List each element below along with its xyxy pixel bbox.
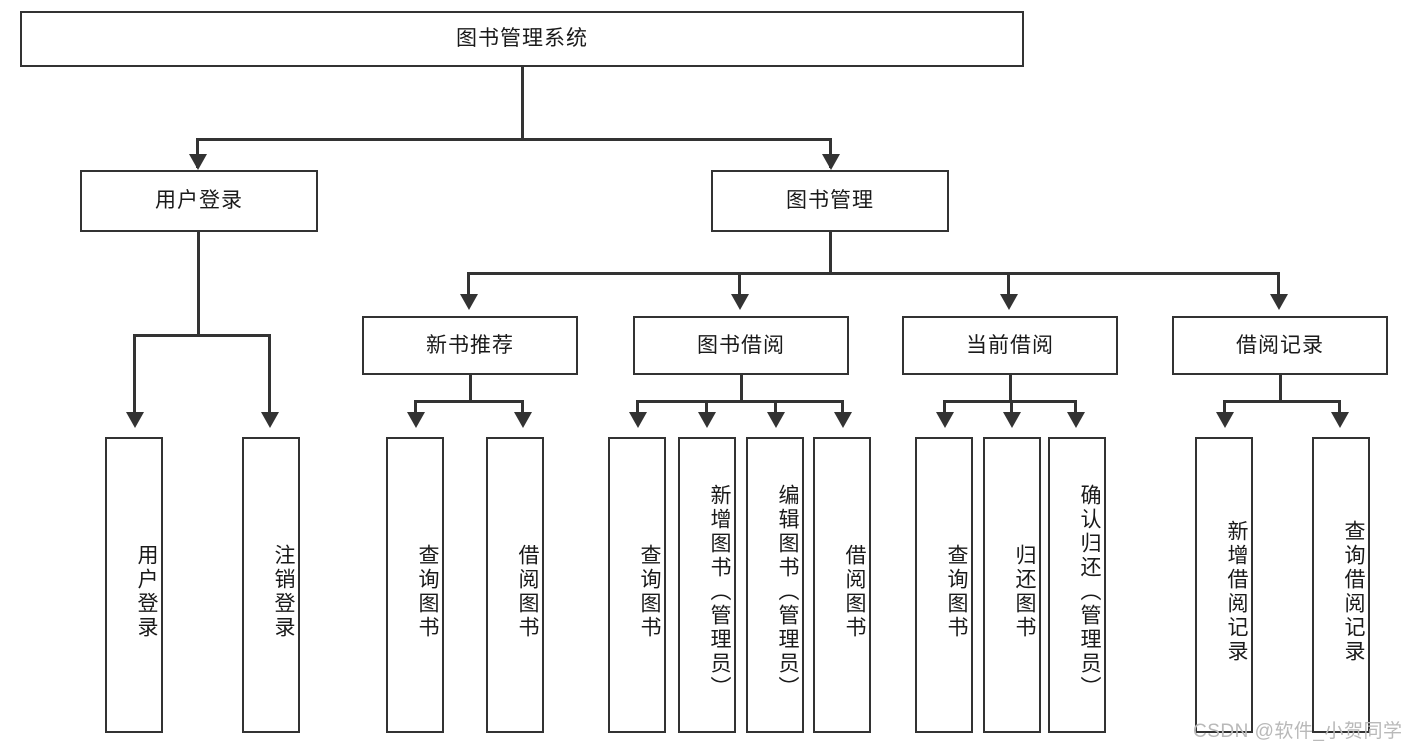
leaf-new-book-borrow[interactable]: 借阅图书 xyxy=(486,437,544,733)
node-label: 图书管理 xyxy=(786,189,874,213)
arrowhead-borrow-record-leaf-2 xyxy=(1331,412,1349,428)
node-label: 借阅图书 xyxy=(516,544,539,640)
edge-current-borrow-to-leaf-2 xyxy=(1010,400,1013,420)
edge-current-borrow-stem xyxy=(1009,375,1012,402)
arrowhead-l3-book-borrow xyxy=(731,294,749,310)
arrowhead-new-book-leaf-2 xyxy=(514,412,532,428)
node-new-book-recommend[interactable]: 新书推荐 xyxy=(362,316,578,375)
edge-user-login-stem xyxy=(197,232,200,336)
node-label: 新书推荐 xyxy=(426,333,514,357)
node-label: 借阅图书 xyxy=(843,544,866,640)
arrowhead-l3-borrow-record xyxy=(1270,294,1288,310)
node-current-borrow[interactable]: 当前借阅 xyxy=(902,316,1118,375)
arrowhead-current-borrow-leaf-1 xyxy=(936,412,954,428)
arrowhead-book-borrow-leaf-1 xyxy=(629,412,647,428)
edge-book-borrow-to-leaf-1 xyxy=(636,400,639,420)
node-book-management[interactable]: 图书管理 xyxy=(711,170,949,232)
edge-root-to-user-login xyxy=(196,138,199,168)
leaf-borrow-record-query[interactable]: 查询借阅记录 xyxy=(1312,437,1370,733)
edge-new-book-to-leaf-1 xyxy=(414,400,417,420)
edge-borrow-record-bus xyxy=(1223,400,1341,403)
leaf-new-book-query[interactable]: 查询图书 xyxy=(386,437,444,733)
edge-borrow-record-to-leaf-1 xyxy=(1223,400,1226,420)
node-label: 用户登录 xyxy=(155,189,243,213)
arrowhead-current-borrow-leaf-3 xyxy=(1067,412,1085,428)
csdn-watermark: CSDN @软件_小贺同学 xyxy=(1193,721,1403,742)
leaf-book-borrow-query[interactable]: 查询图书 xyxy=(608,437,666,733)
edge-new-book-bus xyxy=(414,400,524,403)
arrowhead-book-borrow-leaf-3 xyxy=(767,412,785,428)
arrowhead-book-borrow-leaf-2 xyxy=(698,412,716,428)
arrowhead-to-user-login xyxy=(189,154,207,170)
node-label: 图书管理系统 xyxy=(456,27,588,51)
edge-book-mgmt-stem xyxy=(829,232,832,274)
leaf-current-borrow-confirm-admin[interactable]: 确认归还（管理员） xyxy=(1048,437,1106,733)
edge-borrow-record-stem xyxy=(1279,375,1282,402)
node-label: 归还图书 xyxy=(1013,544,1036,640)
edge-book-mgmt-bus xyxy=(467,272,1280,275)
leaf-user-login-signout[interactable]: 注销登录 xyxy=(242,437,300,733)
edge-root-to-book-mgmt xyxy=(829,138,832,168)
node-label: 确认归还（管理员） xyxy=(1078,484,1101,700)
edge-book-borrow-stem xyxy=(740,375,743,402)
arrowhead-user-login-leaf-1 xyxy=(126,412,144,428)
edge-book-mgmt-to-l3-1 xyxy=(467,272,470,304)
leaf-borrow-record-add[interactable]: 新增借阅记录 xyxy=(1195,437,1253,733)
edge-current-borrow-to-leaf-1 xyxy=(943,400,946,420)
node-root-system[interactable]: 图书管理系统 xyxy=(20,11,1024,67)
edge-book-borrow-to-leaf-2 xyxy=(705,400,708,420)
arrowhead-l3-current-borrow xyxy=(1000,294,1018,310)
node-user-login[interactable]: 用户登录 xyxy=(80,170,318,232)
edge-root-stem xyxy=(521,67,524,140)
leaf-book-borrow-edit-admin[interactable]: 编辑图书（管理员） xyxy=(746,437,804,733)
node-label: 查询图书 xyxy=(638,544,661,640)
leaf-current-borrow-return[interactable]: 归还图书 xyxy=(983,437,1041,733)
edge-user-login-to-leaf-1 xyxy=(133,334,136,420)
node-label: 编辑图书（管理员） xyxy=(776,484,799,700)
edge-borrow-record-to-leaf-2 xyxy=(1338,400,1341,420)
node-label: 借阅记录 xyxy=(1236,333,1324,357)
leaf-book-borrow-add-admin[interactable]: 新增图书（管理员） xyxy=(678,437,736,733)
edge-book-mgmt-to-l3-4 xyxy=(1277,272,1280,304)
leaf-user-login-signin[interactable]: 用户登录 xyxy=(105,437,163,733)
edge-user-login-bus xyxy=(133,334,271,337)
edge-book-mgmt-to-l3-3 xyxy=(1007,272,1010,304)
arrowhead-l3-new-book xyxy=(460,294,478,310)
leaf-book-borrow-borrow[interactable]: 借阅图书 xyxy=(813,437,871,733)
node-borrow-record[interactable]: 借阅记录 xyxy=(1172,316,1388,375)
node-label: 用户登录 xyxy=(135,544,158,640)
arrowhead-borrow-record-leaf-1 xyxy=(1216,412,1234,428)
node-label: 图书借阅 xyxy=(697,333,785,357)
leaf-current-borrow-query[interactable]: 查询图书 xyxy=(915,437,973,733)
arrowhead-current-borrow-leaf-2 xyxy=(1003,412,1021,428)
edge-new-book-to-leaf-2 xyxy=(521,400,524,420)
edge-book-borrow-to-leaf-4 xyxy=(841,400,844,420)
arrowhead-to-book-mgmt xyxy=(822,154,840,170)
node-label: 注销登录 xyxy=(272,544,295,640)
edge-user-login-to-leaf-2 xyxy=(268,334,271,420)
node-book-borrow[interactable]: 图书借阅 xyxy=(633,316,849,375)
edge-new-book-stem xyxy=(469,375,472,402)
node-label: 新增借阅记录 xyxy=(1225,520,1248,664)
edge-book-mgmt-to-l3-2 xyxy=(738,272,741,304)
node-label: 查询图书 xyxy=(416,544,439,640)
arrowhead-new-book-leaf-1 xyxy=(407,412,425,428)
edge-book-borrow-to-leaf-3 xyxy=(774,400,777,420)
edge-root-bus xyxy=(196,138,832,141)
arrowhead-user-login-leaf-2 xyxy=(261,412,279,428)
arrowhead-book-borrow-leaf-4 xyxy=(834,412,852,428)
node-label: 查询借阅记录 xyxy=(1342,520,1365,664)
node-label: 新增图书（管理员） xyxy=(708,484,731,700)
node-label: 当前借阅 xyxy=(966,333,1054,357)
edge-current-borrow-to-leaf-3 xyxy=(1074,400,1077,420)
edge-book-borrow-bus xyxy=(636,400,844,403)
node-label: 查询图书 xyxy=(945,544,968,640)
